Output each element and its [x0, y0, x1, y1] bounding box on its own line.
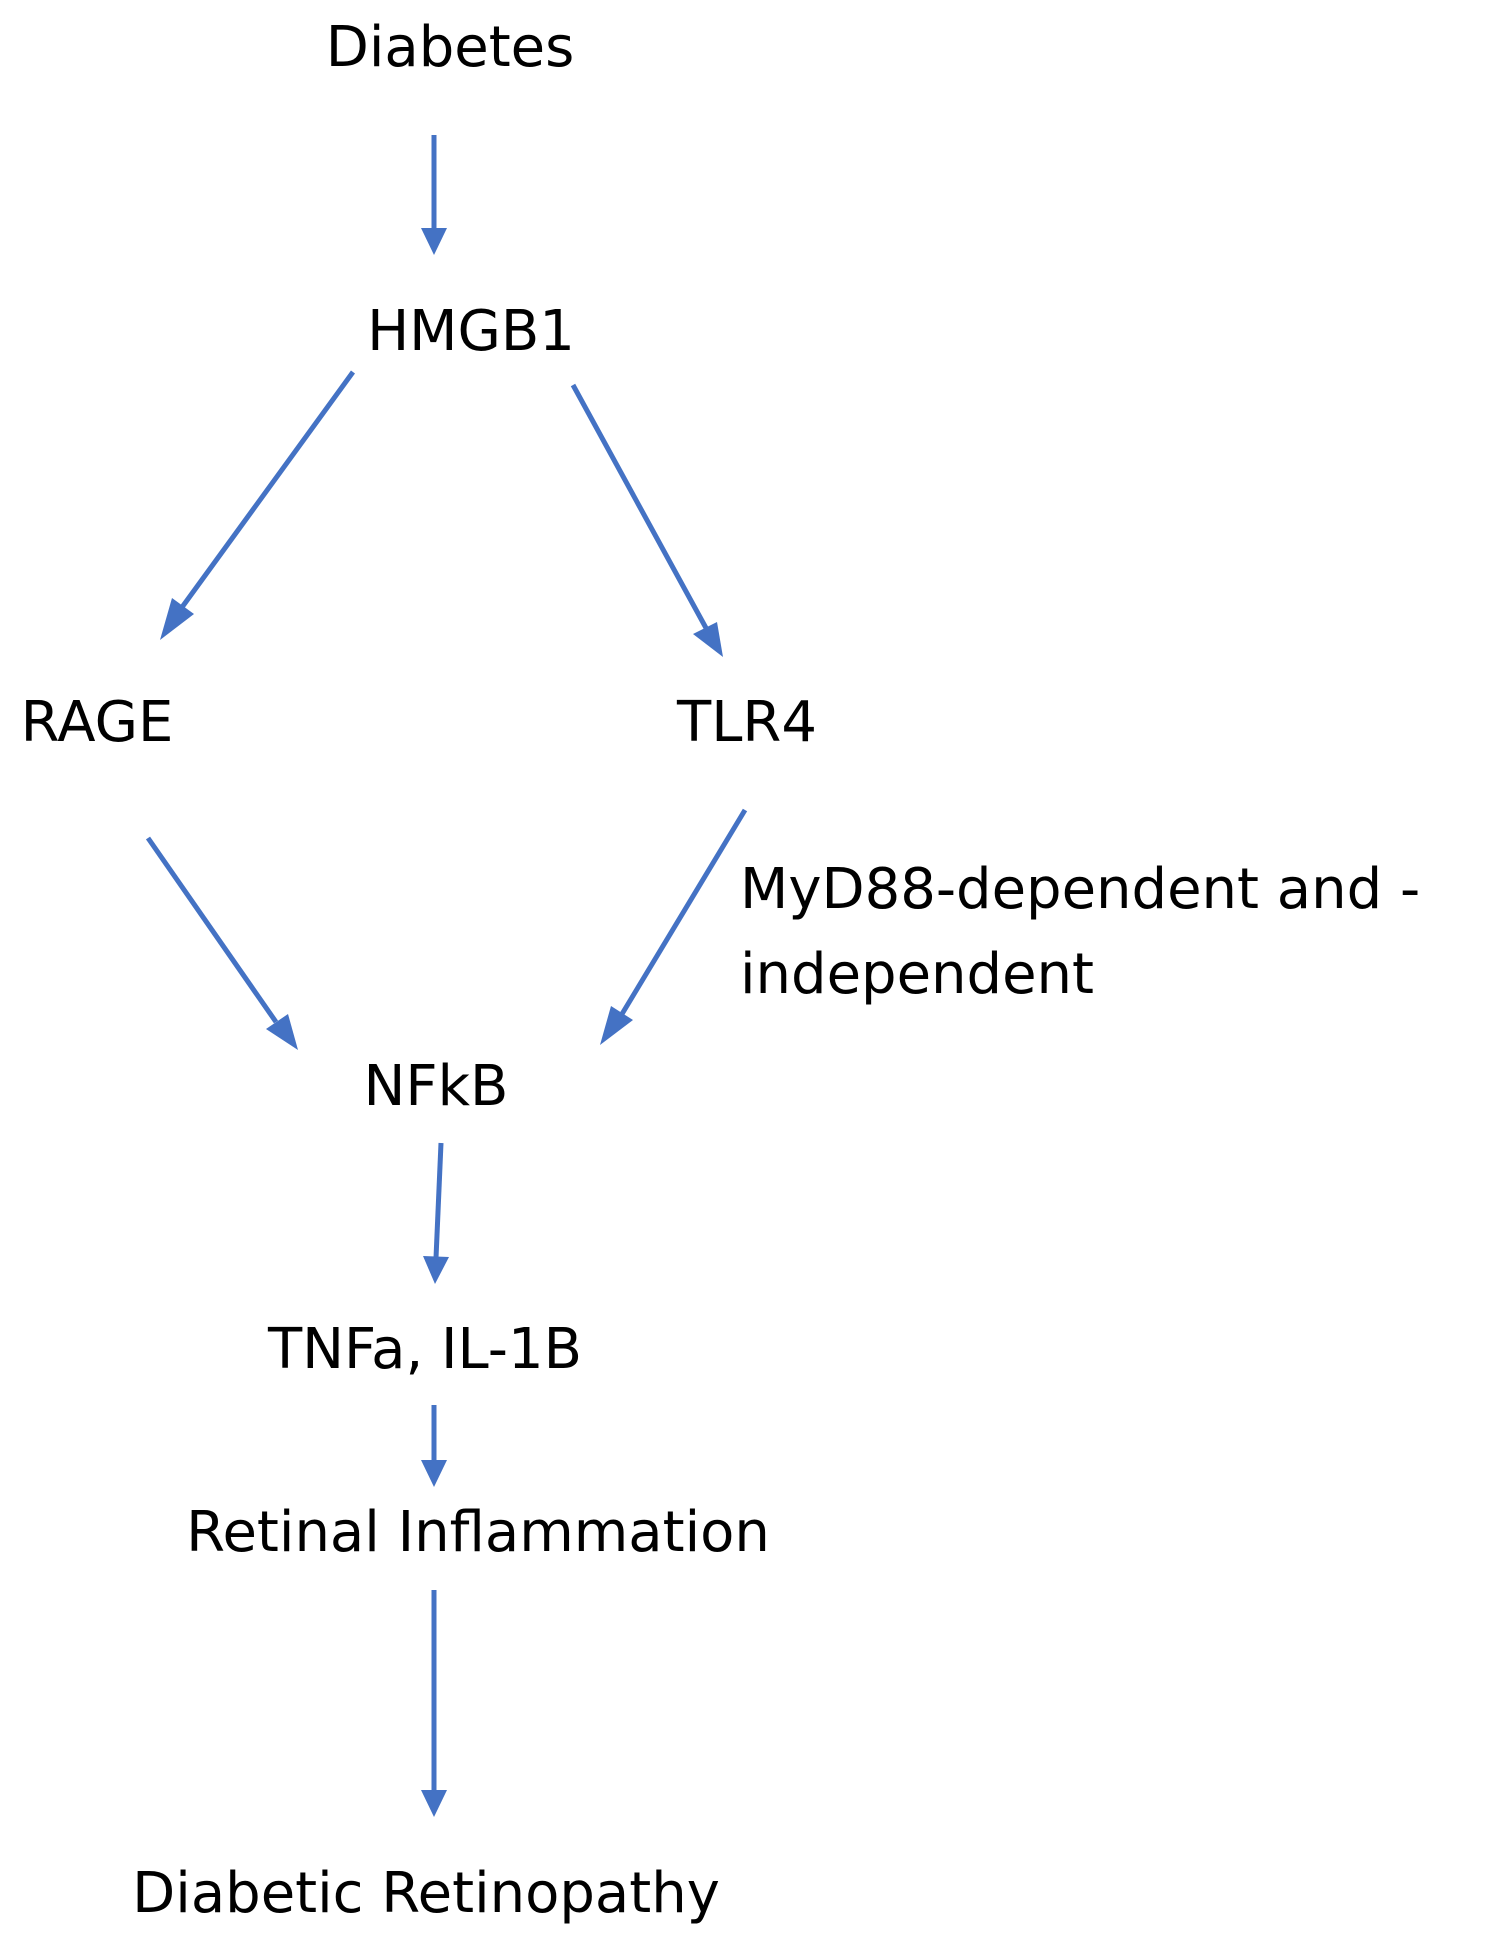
arrow-cytokines-to-inflammation — [421, 1405, 447, 1487]
node-rage: RAGE — [21, 690, 174, 755]
node-hmgb1: HMGB1 — [367, 299, 575, 364]
node-diabetic-retinopathy: Diabetic Retinopathy — [132, 1861, 720, 1926]
arrow-hmgb1-to-tlr4 — [570, 383, 723, 657]
arrow-hmgb1-to-rage — [160, 370, 356, 640]
node-diabetes: Diabetes — [326, 15, 575, 80]
arrow-rage-to-nfkb — [145, 836, 298, 1050]
node-nfkb: NFkB — [364, 1054, 509, 1119]
arrow-diabetes-to-hmgb1 — [421, 135, 447, 255]
edges — [145, 135, 748, 1817]
node-tlr4: TLR4 — [676, 690, 817, 755]
edge-label-line-2: independent — [740, 942, 1094, 1007]
edge-label-tlr4-nfkb: MyD88-dependent and - independent — [740, 857, 1420, 1007]
edge-label-line-1: MyD88-dependent and - — [740, 857, 1420, 922]
arrow-inflammation-to-retinopathy — [421, 1590, 447, 1817]
node-retinal-inflammation: Retinal Inflammation — [186, 1500, 770, 1565]
arrow-tlr4-to-nfkb — [600, 808, 748, 1045]
node-cytokines: TNFa, IL-1B — [267, 1317, 582, 1382]
nodes: Diabetes HMGB1 RAGE TLR4 NFkB TNFa, IL-1… — [21, 15, 817, 1926]
arrow-nfkb-to-cytokines — [423, 1142, 449, 1284]
